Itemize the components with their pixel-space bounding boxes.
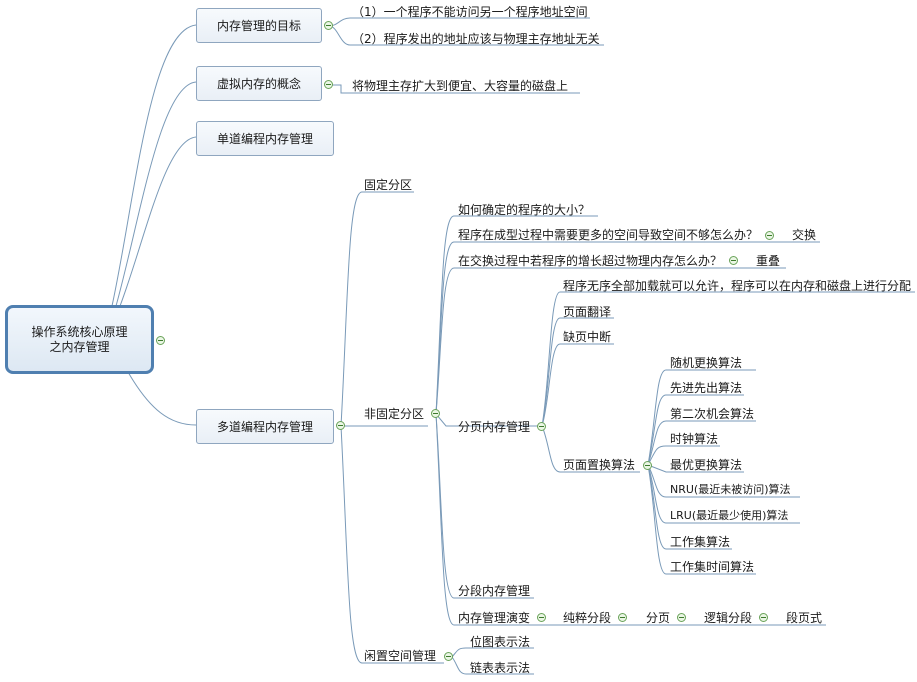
multi-collapse-icon[interactable] — [336, 421, 345, 430]
evolution-step-4[interactable]: 段页式 — [786, 611, 823, 625]
step2-collapse-icon[interactable] — [677, 613, 686, 622]
memory-evolution[interactable]: 内存管理演变 — [458, 611, 531, 625]
evolution-step-1[interactable]: 纯粹分段 — [563, 611, 612, 625]
q2-collapse-icon[interactable] — [765, 231, 774, 240]
nonfixed-partition[interactable]: 非固定分区 — [364, 407, 425, 421]
algo-item[interactable]: NRU(最近未被访问)算法 — [670, 483, 791, 496]
q3-collapse-icon[interactable] — [729, 256, 738, 265]
topic-virtual-memory[interactable]: 虚拟内存的概念 — [196, 66, 322, 101]
paging-item-2[interactable]: 页面翻译 — [563, 305, 612, 319]
goal-item-1[interactable]: （1）一个程序不能访问另一个程序地址空间 — [352, 5, 588, 19]
fixed-partition[interactable]: 固定分区 — [364, 178, 413, 192]
root-line-1: 操作系统核心原理 — [31, 324, 128, 339]
root-topic[interactable]: 操作系统核心原理 之内存管理 — [5, 305, 154, 374]
segment-management[interactable]: 分段内存管理 — [458, 584, 531, 598]
paging-collapse-icon[interactable] — [537, 422, 546, 431]
free-space-management[interactable]: 闲置空间管理 — [364, 649, 437, 663]
free-item-bitmap[interactable]: 位图表示法 — [470, 635, 531, 649]
answer-swap[interactable]: 交换 — [792, 228, 817, 242]
paging-item-3[interactable]: 缺页中断 — [563, 330, 612, 344]
question-space-insufficient[interactable]: 程序在成型过程中需要更多的空间导致空间不够怎么办？ — [458, 228, 759, 242]
paging-management[interactable]: 分页内存管理 — [458, 420, 531, 434]
goal-collapse-icon[interactable] — [324, 21, 333, 30]
root-line-2: 之内存管理 — [49, 339, 110, 354]
free-collapse-icon[interactable] — [444, 652, 453, 661]
algo-item[interactable]: 先进先出算法 — [670, 381, 743, 395]
algo-item[interactable]: 时钟算法 — [670, 432, 719, 446]
topic-single-program[interactable]: 单道编程内存管理 — [196, 121, 334, 156]
virtual-collapse-icon[interactable] — [324, 80, 333, 89]
step1-collapse-icon[interactable] — [618, 613, 627, 622]
root-collapse-icon[interactable] — [156, 336, 165, 345]
nonfixed-collapse-icon[interactable] — [431, 409, 440, 418]
paging-item-1[interactable]: 程序无序全部加载就可以允许，程序可以在内存和磁盘上进行分配 — [563, 279, 912, 293]
evolution-step-3[interactable]: 逻辑分段 — [704, 611, 753, 625]
topic-goal[interactable]: 内存管理的目标 — [196, 8, 322, 43]
algo-item[interactable]: 随机更换算法 — [670, 356, 743, 370]
replacement-collapse-icon[interactable] — [643, 461, 652, 470]
algo-item[interactable]: 工作集算法 — [670, 535, 731, 549]
page-replacement[interactable]: 页面置换算法 — [563, 458, 636, 472]
virtual-item[interactable]: 将物理主存扩大到便宜、大容量的磁盘上 — [352, 79, 569, 93]
topic-multi-program[interactable]: 多道编程内存管理 — [196, 409, 334, 444]
goal-item-2[interactable]: （2）程序发出的地址应该与物理主存地址无关 — [352, 32, 600, 46]
question-exceed-memory[interactable]: 在交换过程中若程序的增长超过物理内存怎么办？ — [458, 254, 723, 268]
answer-overlay[interactable]: 重叠 — [756, 254, 781, 268]
free-item-linked-list[interactable]: 链表表示法 — [470, 661, 531, 675]
evolution-step-2[interactable]: 分页 — [646, 611, 671, 625]
algo-item[interactable]: 最优更换算法 — [670, 458, 743, 472]
algo-item[interactable]: 工作集时间算法 — [670, 560, 755, 574]
step3-collapse-icon[interactable] — [759, 613, 768, 622]
evolution-collapse-icon[interactable] — [537, 613, 546, 622]
algo-item[interactable]: 第二次机会算法 — [670, 407, 755, 421]
algo-item[interactable]: LRU(最近最少使用)算法 — [670, 509, 789, 522]
question-program-size[interactable]: 如何确定的程序的大小？ — [458, 203, 591, 217]
